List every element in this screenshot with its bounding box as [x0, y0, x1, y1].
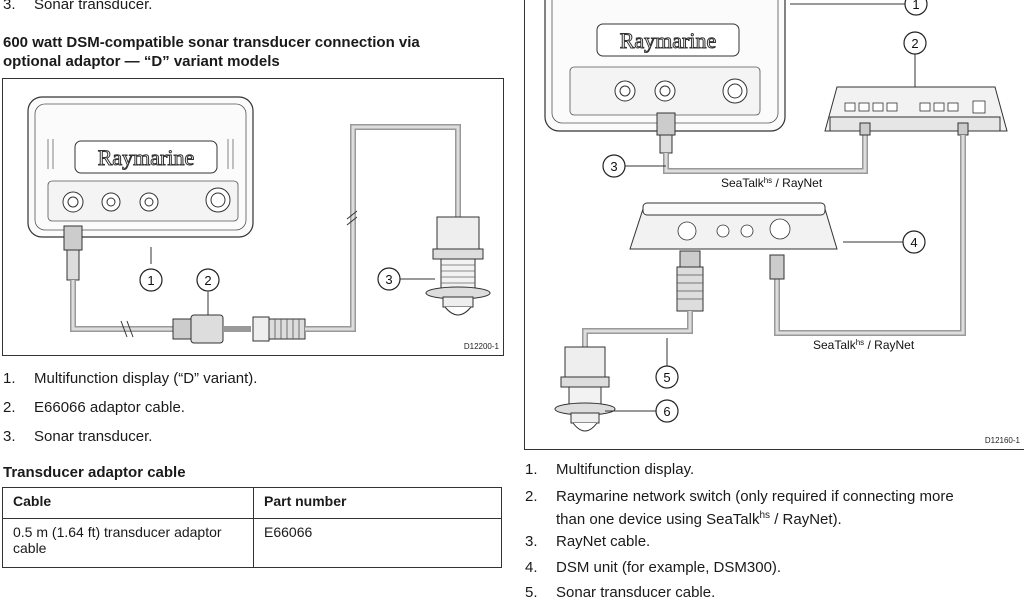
list-text: RayNet cable.	[556, 533, 651, 550]
list-text: Multifunction display (“D” variant).	[34, 370, 258, 387]
table-header-row: Cable Part number	[2, 487, 502, 519]
callout-3-right: 3	[602, 154, 626, 178]
callout-1-right: 1	[904, 0, 928, 16]
svg-text:4: 4	[910, 235, 917, 250]
figure-network-drawing: Raymarine	[544, 0, 1008, 432]
cell-part-number: E66066	[253, 518, 502, 568]
list-text: Multifunction display.	[556, 461, 695, 478]
list-number: 2.	[525, 488, 538, 505]
table-heading: Transducer adaptor cable	[3, 464, 186, 481]
section-heading-line1: 600 watt DSM-compatible sonar transducer…	[3, 34, 420, 51]
list-number: 1.	[3, 370, 16, 387]
figure-dsm-adaptor-connection: Raymarine	[2, 78, 504, 356]
list-number: 1.	[525, 461, 538, 478]
list-item: 3. Sonar transducer.	[3, 428, 493, 446]
column-header-part-number: Part number	[253, 487, 502, 519]
list-number: 3.	[3, 0, 16, 13]
svg-text:1: 1	[147, 273, 154, 288]
svg-text:3: 3	[610, 159, 617, 174]
callout-2-left: 2	[196, 268, 220, 292]
list-item: 2. Raymarine network switch (only requir…	[525, 488, 1020, 528]
figure-network-connection: Raymarine	[524, 0, 1024, 450]
list-number: 3.	[525, 533, 538, 550]
list-text: Sonar transducer cable.	[556, 584, 716, 601]
svg-text:1: 1	[912, 0, 919, 12]
list-text: Raymarine network switch (only required …	[556, 488, 954, 505]
column-header-cable: Cable	[2, 487, 254, 519]
svg-text:5: 5	[663, 370, 670, 385]
list-item: 4. DSM unit (for example, DSM300).	[525, 559, 1020, 577]
list-number: 3.	[3, 428, 16, 445]
svg-text:3: 3	[385, 272, 392, 287]
cable-label-seatalk-bottom: SeaTalkhs / RayNet	[813, 338, 915, 352]
list-number: 4.	[525, 559, 538, 576]
callout-6-right: 6	[655, 399, 679, 423]
list-item: 2. E66066 adaptor cable.	[3, 399, 493, 417]
callout-1-left: 1	[139, 268, 163, 292]
list-text: DSM unit (for example, DSM300).	[556, 559, 782, 576]
table-row: 0.5 m (1.64 ft) transducer adaptor cable…	[2, 518, 502, 568]
callout-4-right: 4	[902, 230, 926, 254]
transducer-adaptor-table: Cable Part number 0.5 m (1.64 ft) transd…	[2, 487, 502, 568]
list-item: 5. Sonar transducer cable.	[525, 584, 1020, 601]
list-number: 5.	[525, 584, 538, 601]
section-heading: 600 watt DSM-compatible sonar transducer…	[3, 33, 503, 71]
list-number: 2.	[3, 399, 16, 416]
callout-3-left: 3	[377, 267, 401, 291]
brand-logo-right: Raymarine	[620, 28, 717, 53]
svg-text:2: 2	[911, 36, 918, 51]
list-text: E66066 adaptor cable.	[34, 399, 185, 416]
list-item: 1. Multifunction display.	[525, 461, 1020, 479]
list-text: Sonar transducer.	[34, 0, 153, 13]
cell-cable: 0.5 m (1.64 ft) transducer adaptor cable	[2, 518, 254, 568]
list-text: Sonar transducer.	[34, 428, 153, 445]
svg-text:6: 6	[663, 404, 670, 419]
figure-code: D12200-1	[463, 342, 499, 351]
figure-code: D12160-1	[984, 436, 1020, 445]
figure-dsm-adaptor-drawing: Raymarine	[27, 96, 491, 344]
section-heading-line2: optional adaptor — “D” variant models	[3, 53, 280, 70]
top-list-item: 3. Sonar transducer.	[3, 0, 493, 14]
callout-5-right: 5	[655, 365, 679, 389]
callout-2-right: 2	[903, 31, 927, 55]
svg-text:2: 2	[204, 273, 211, 288]
brand-logo-left: Raymarine	[98, 145, 195, 170]
list-item: 3. RayNet cable.	[525, 533, 1020, 551]
cable-label-seatalk-top: SeaTalkhs / RayNet	[721, 176, 823, 190]
list-text-continuation: than one device using SeaTalkhs / RayNet…	[556, 510, 842, 528]
list-item: 1. Multifunction display (“D” variant).	[3, 370, 493, 388]
